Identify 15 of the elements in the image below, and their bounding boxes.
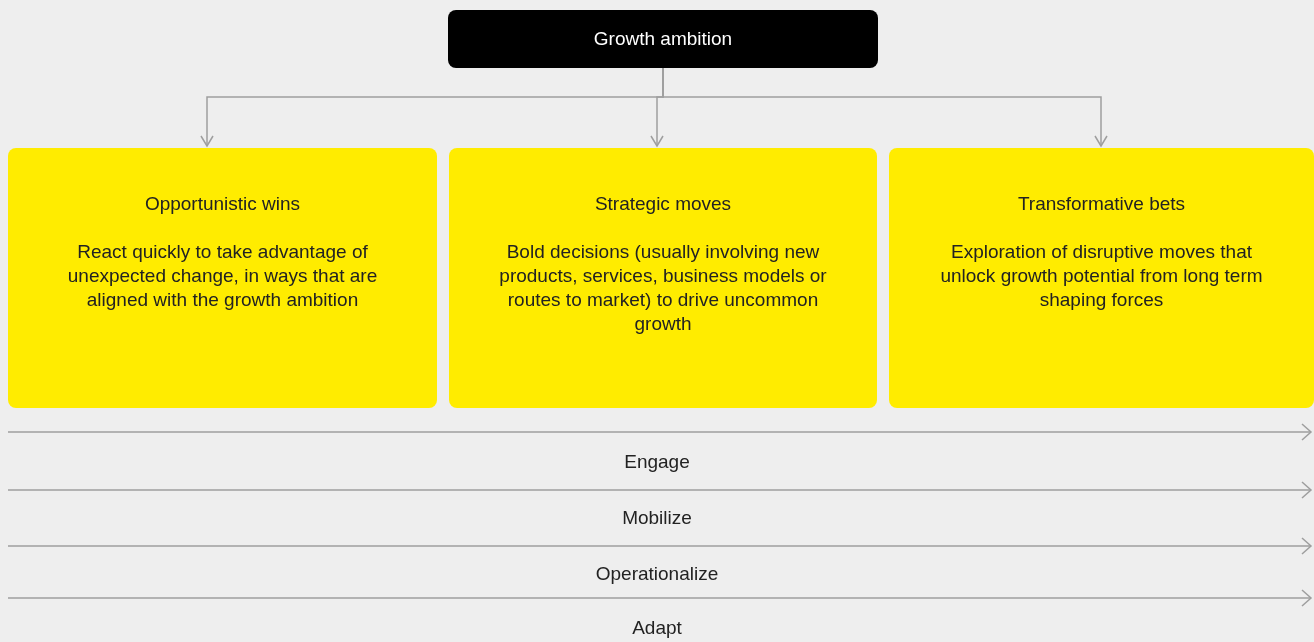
stage-label: Engage: [623, 450, 691, 474]
card-title: Strategic moves: [594, 192, 732, 216]
category-card: [449, 148, 877, 408]
stage-label: Mobilize: [621, 506, 693, 530]
card-title: Opportunistic wins: [144, 192, 301, 216]
category-card: [889, 148, 1314, 408]
category-card: [8, 148, 437, 408]
stage-label: Operationalize: [594, 562, 720, 586]
card-description: Bold decisions (usually involving new products, services, business models or routes to market) to drive uncommon growth: [498, 240, 828, 336]
card-description: Exploration of disruptive moves that unlock growth potential from long term shaping forces: [939, 240, 1264, 312]
goal-box: [448, 10, 878, 68]
stage-label: Adapt: [631, 616, 683, 640]
card-description: React quickly to take advantage of unexpected change, in ways that are aligned with the growth ambition: [66, 240, 379, 312]
card-title: Growth ambition: [593, 26, 733, 51]
card-title: Transformative bets: [1017, 192, 1186, 216]
